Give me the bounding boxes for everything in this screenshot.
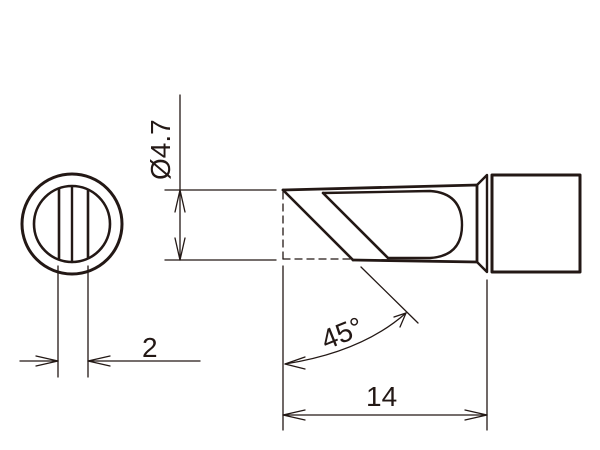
angle-label: 45° [317, 311, 368, 356]
diameter-label: Ø4.7 [145, 119, 176, 180]
side-view [281, 173, 582, 274]
length-dimension [282, 279, 488, 431]
end-view [19, 172, 201, 378]
flat-width-label: 2 [142, 332, 158, 363]
diameter-dimension [164, 94, 277, 261]
angle-dimension [282, 265, 419, 431]
length-label: 14 [366, 381, 397, 412]
